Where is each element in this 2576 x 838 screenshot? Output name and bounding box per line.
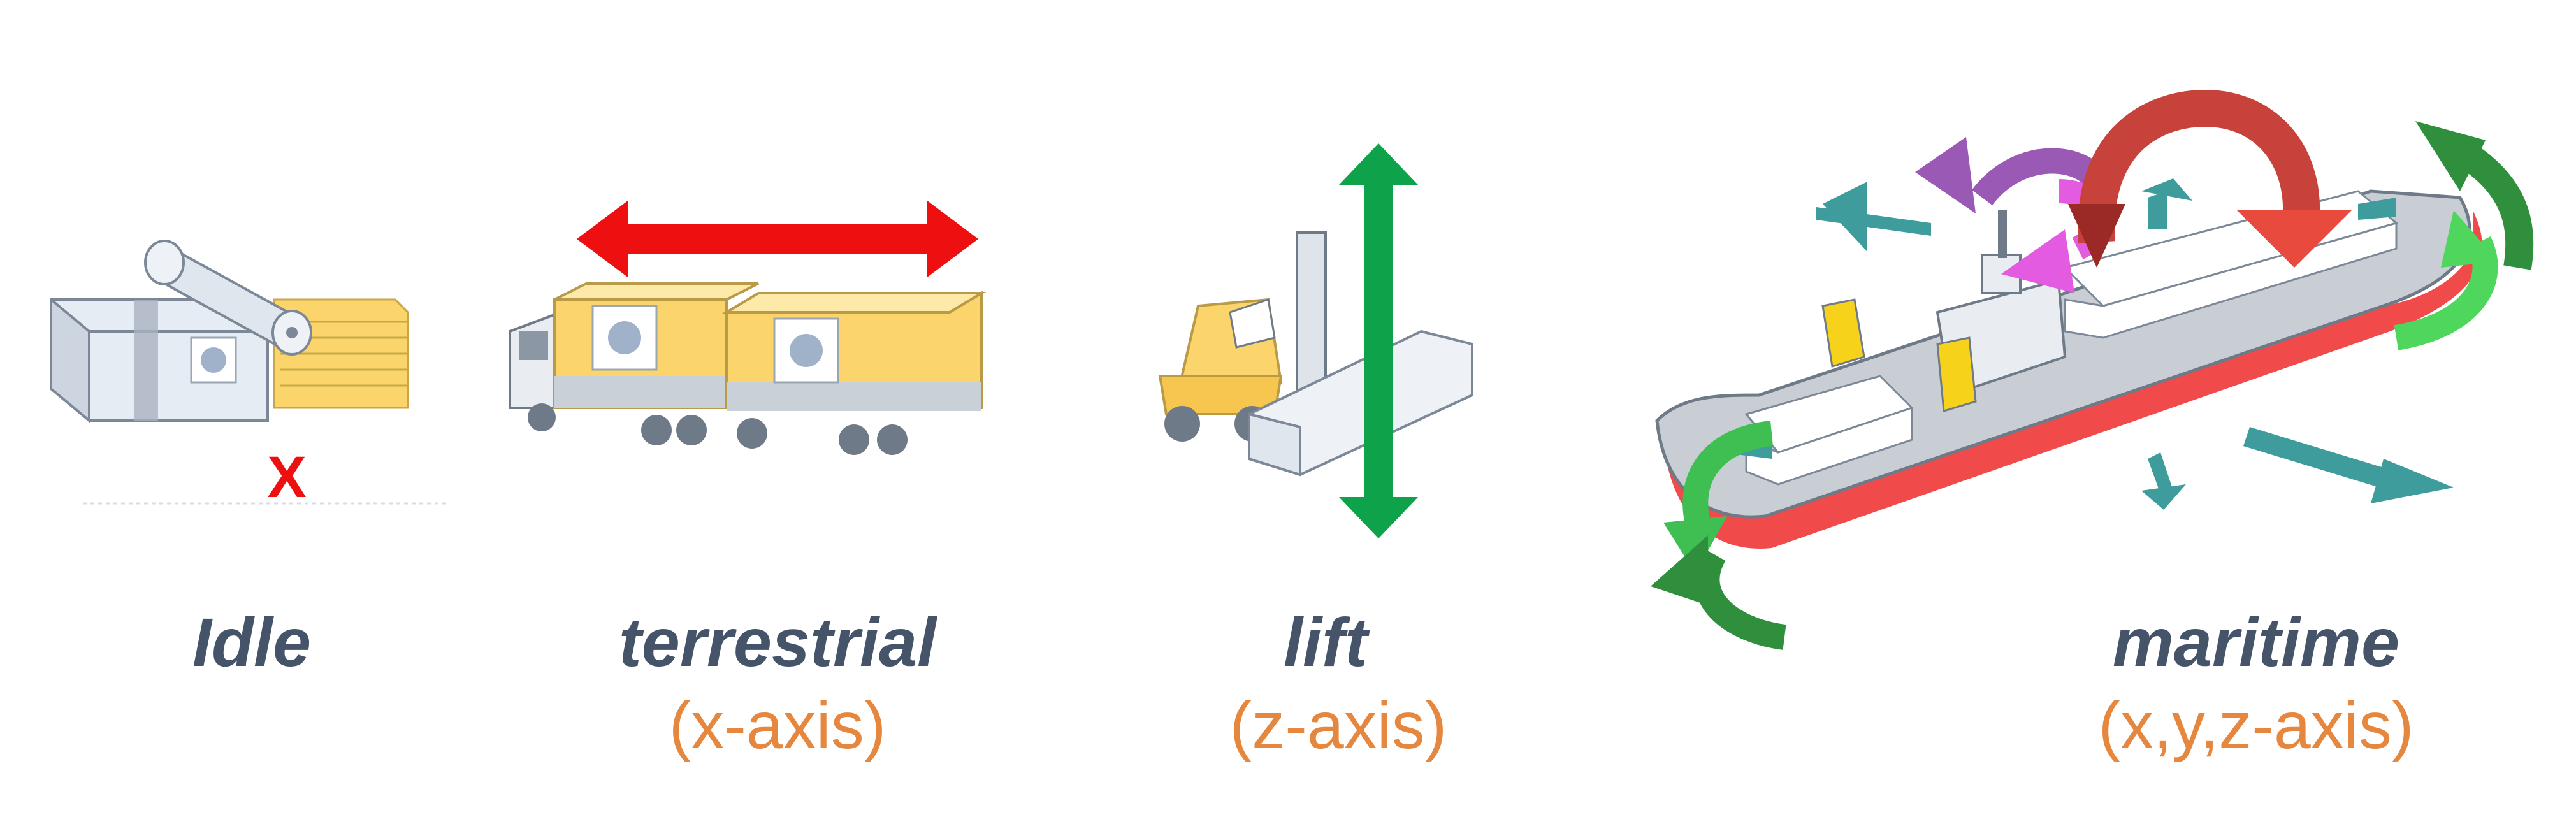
terrestrial-illustration xyxy=(509,201,987,455)
roll-arrow-stern xyxy=(1651,421,1786,650)
roll-arrow-bow xyxy=(2394,121,2534,350)
idle-illustration xyxy=(50,240,446,505)
lifted-box xyxy=(1248,329,1473,477)
lift-illustration xyxy=(1158,143,1473,538)
terrestrial-axis: (x-axis) xyxy=(669,689,886,763)
terrestrial-title: terrestrial xyxy=(618,603,937,681)
lift-title: lift xyxy=(1284,603,1368,681)
idle-title: Idle xyxy=(192,603,312,681)
pitch-arrow-red xyxy=(2068,89,2352,268)
idle-x-marker: X xyxy=(267,445,306,510)
maritime-illustration xyxy=(1651,89,2534,650)
truck xyxy=(509,282,987,455)
paper-roll xyxy=(144,240,312,356)
lift-axis: (z-axis) xyxy=(1229,689,1447,763)
forklift xyxy=(1158,231,1327,442)
x-axis-arrow xyxy=(577,201,978,277)
maritime-axis: (x,y,z-axis) xyxy=(2098,689,2414,763)
maritime-title: maritime xyxy=(2112,603,2400,681)
z-axis-arrow xyxy=(1339,143,1418,538)
superstructure xyxy=(1821,210,2067,412)
idle-box xyxy=(50,296,269,424)
